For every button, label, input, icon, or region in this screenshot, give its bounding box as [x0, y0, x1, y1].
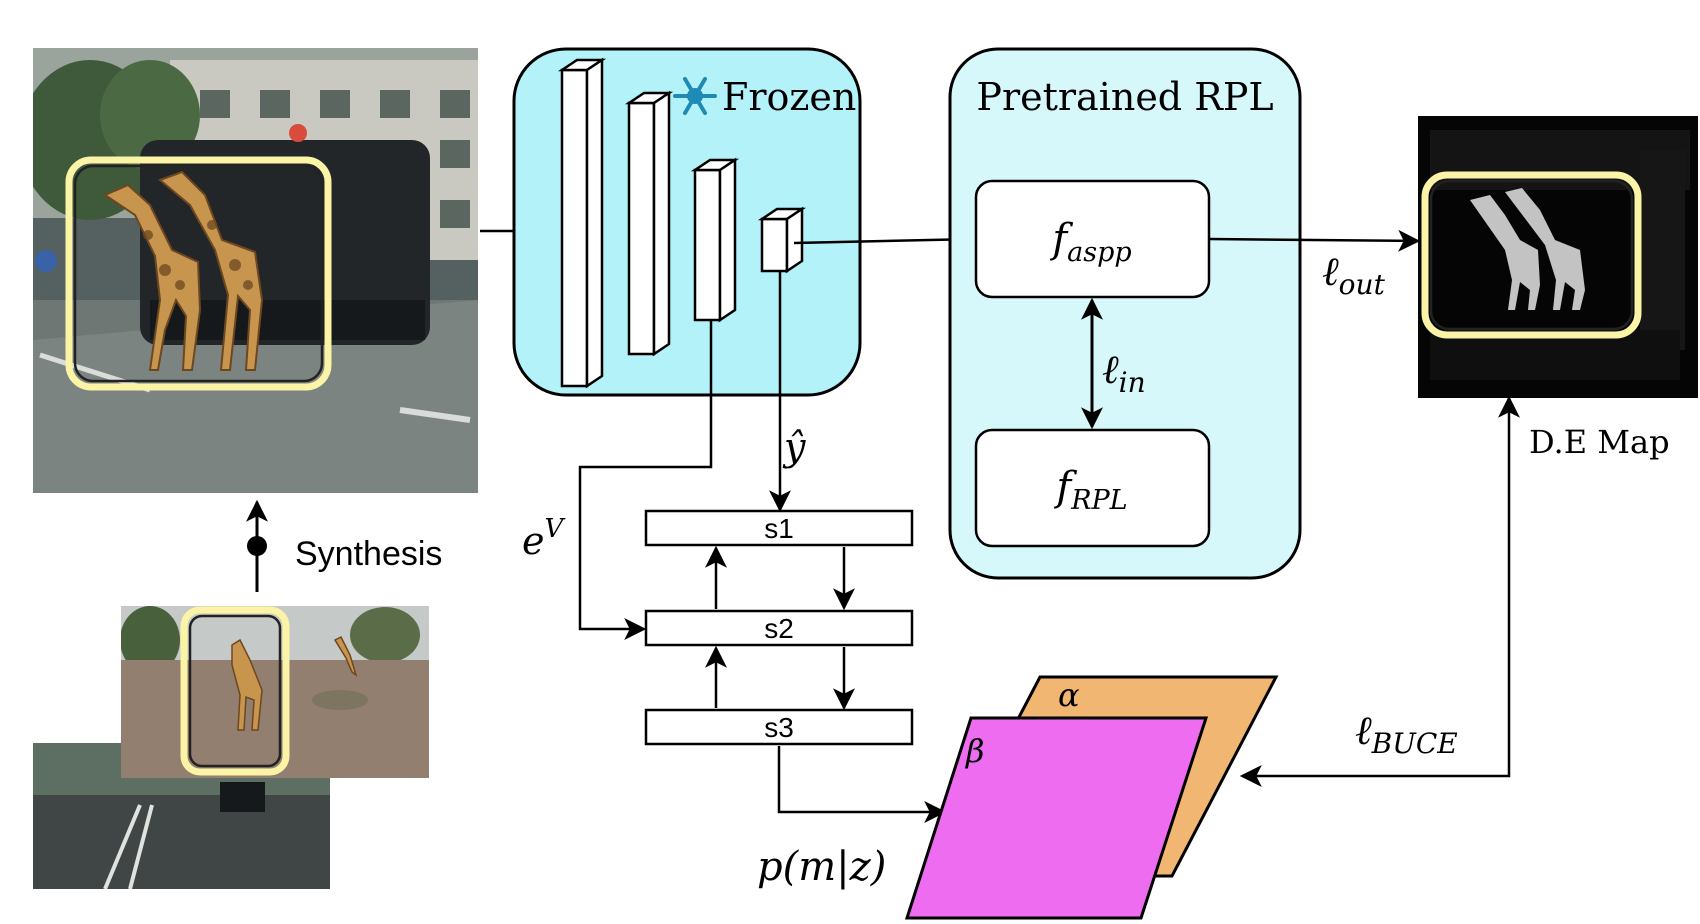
de-map-image — [1418, 116, 1698, 398]
encoder-feature-bar-1 — [557, 57, 607, 389]
e-v-label: eV — [522, 514, 566, 563]
street-source-image — [33, 743, 330, 889]
encoder-feature-bar-2 — [624, 90, 674, 357]
de-map-highlight-box — [1421, 171, 1642, 339]
step-s3-label: s3 — [764, 712, 794, 743]
rpl-label: fRPL — [1053, 464, 1127, 516]
synthesis-label: Synthesis — [295, 535, 442, 573]
l-in-label: ℓin — [1102, 347, 1146, 399]
encoder-feature-bar-4 — [757, 206, 807, 274]
encoder-to-aspp-arrow — [793, 228, 979, 251]
feature-to-s2-connector — [578, 320, 713, 640]
frozen-label: Frozen — [722, 75, 856, 119]
de-map-label: D.E Map — [1529, 423, 1670, 461]
step-s1 — [644, 509, 914, 547]
synthesis-highlight-box — [65, 156, 332, 391]
s3-to-params-arrow — [777, 746, 947, 823]
p-m-z-label: p(m|z) — [757, 844, 886, 890]
step-s2 — [644, 609, 914, 647]
beta-map — [904, 716, 1209, 920]
rpl-title: Pretrained RPL — [976, 75, 1273, 119]
snowflake-icon — [673, 77, 717, 115]
aspp-to-demap-arrow — [1208, 229, 1421, 252]
synthesized-street-image — [33, 48, 478, 493]
buce-loss-arrow — [1239, 395, 1520, 787]
zoo-giraffe-image — [121, 606, 429, 778]
zoo-highlight-box — [180, 606, 290, 776]
giraffe-illustration — [102, 170, 264, 371]
step-s1-label: s1 — [764, 513, 794, 544]
rpl-module — [974, 428, 1211, 548]
step-s2-label: s2 — [764, 613, 794, 644]
encoder-feature-bar-3 — [690, 157, 740, 323]
step-s3 — [644, 708, 914, 746]
y-hat-label: ŷ — [782, 425, 806, 469]
beta-label: β — [965, 732, 985, 770]
l-buce-label: ℓBUCE — [1355, 708, 1458, 760]
l-out-label: ℓout — [1322, 249, 1386, 301]
alpha-label: α — [1058, 676, 1080, 714]
synthesis-dot — [247, 536, 267, 556]
